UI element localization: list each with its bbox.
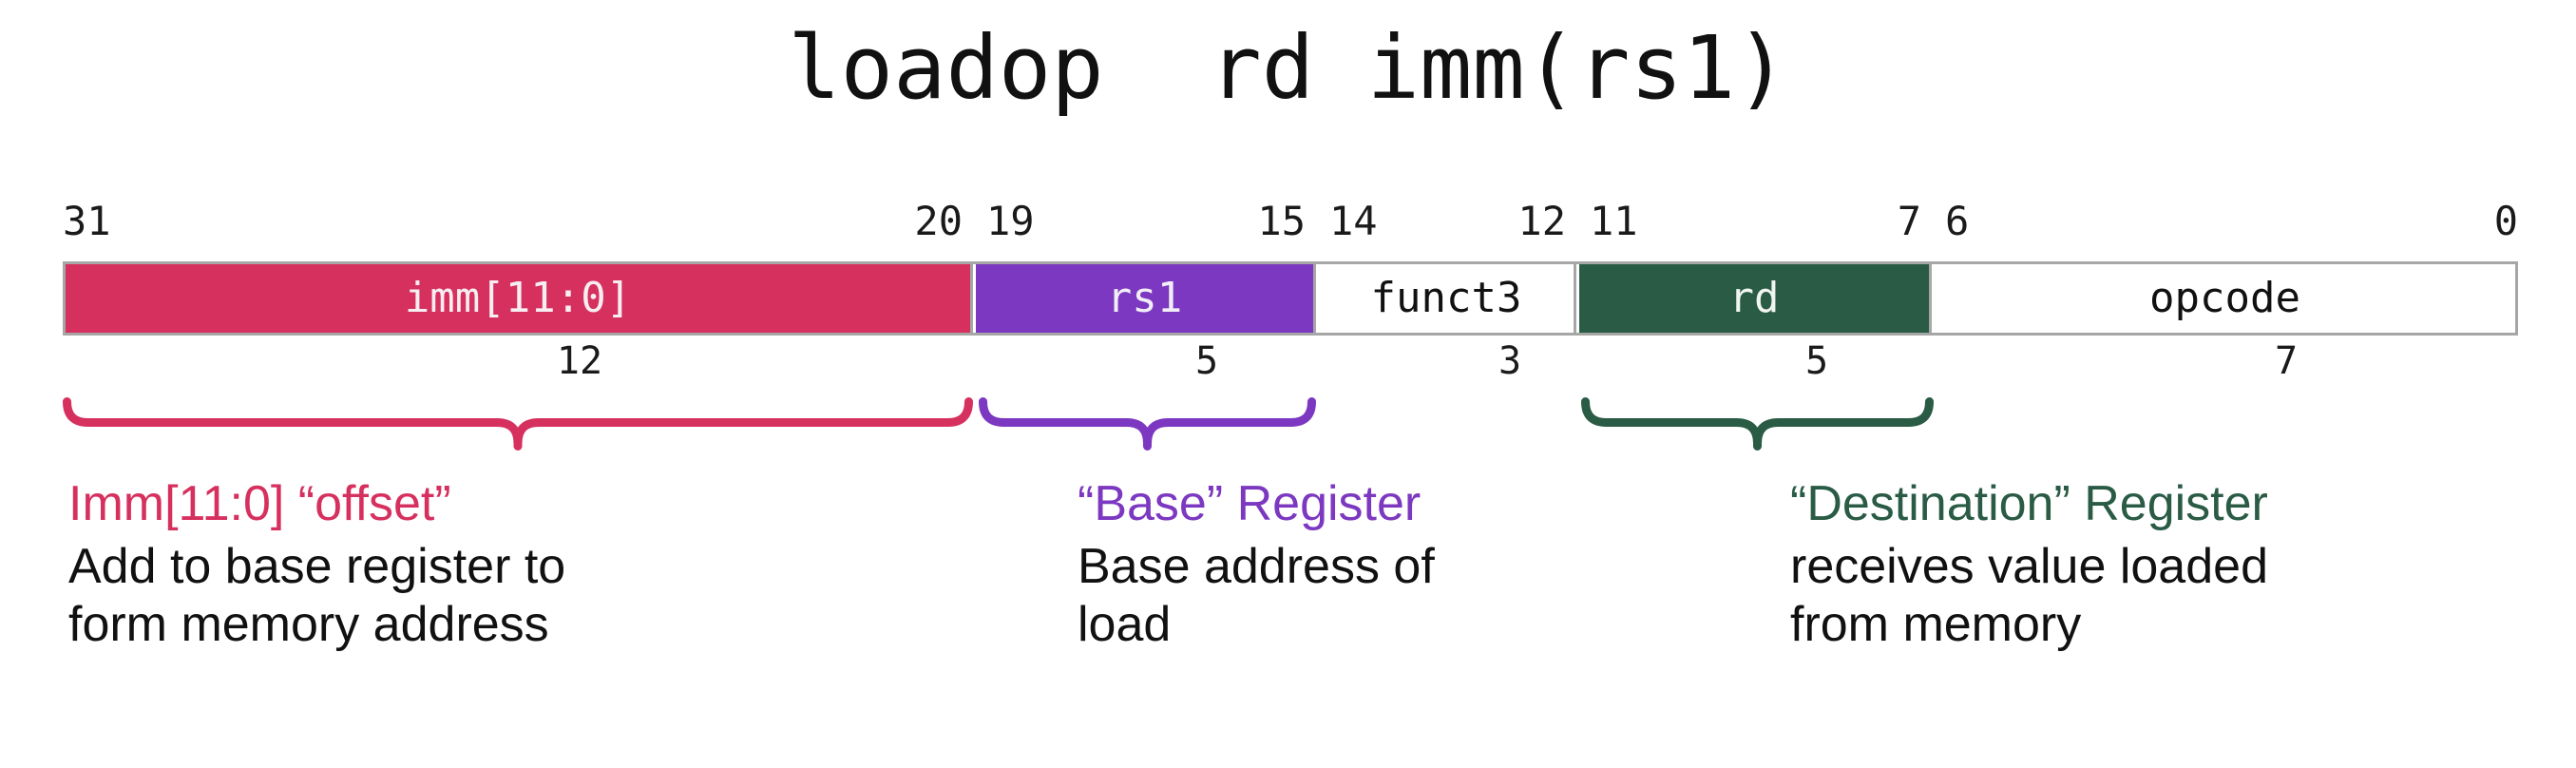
field-imm: imm[11:0] bbox=[66, 264, 973, 333]
brace-imm-offset bbox=[63, 397, 973, 451]
field-width-rs1: 5 bbox=[1194, 339, 1219, 383]
bit-index-label: 11 bbox=[1590, 198, 1638, 244]
bit-index-label: 19 bbox=[986, 198, 1035, 244]
field-width-opcode: 7 bbox=[2274, 339, 2299, 383]
bit-index-label: 15 bbox=[1257, 198, 1306, 244]
annotation-imm-offset: Imm[11:0] “offset” Add to base register t… bbox=[68, 475, 565, 653]
field-funct3: funct3 bbox=[1319, 264, 1576, 333]
field-rs1: rs1 bbox=[976, 264, 1316, 333]
page-title: loadop rd imm(rs1) bbox=[788, 17, 1788, 119]
bit-index-label: 6 bbox=[1945, 198, 1970, 244]
annotation-heading: “Destination” Register bbox=[1790, 476, 2268, 531]
field-rd: rd bbox=[1579, 264, 1932, 333]
bit-index-label: 14 bbox=[1329, 198, 1378, 244]
field-width-funct3: 3 bbox=[1498, 339, 1522, 383]
bit-index-label: 20 bbox=[914, 198, 963, 244]
annotation-heading: “Base” Register bbox=[1078, 476, 1422, 531]
field-opcode: opcode bbox=[1935, 264, 2515, 333]
bit-index-label: 31 bbox=[63, 198, 111, 244]
annotation-description: receives value loaded from memory bbox=[1790, 539, 2268, 652]
bit-index-label: 0 bbox=[2493, 198, 2518, 244]
annotation-description: Base address of load bbox=[1078, 539, 1435, 652]
annotation-description: Add to base register to form memory addr… bbox=[68, 539, 566, 652]
brace-base-register bbox=[979, 397, 1316, 451]
brace-destination-register bbox=[1581, 397, 1934, 451]
bit-index-label: 12 bbox=[1517, 198, 1566, 244]
field-width-imm: 12 bbox=[556, 339, 603, 383]
field-width-rd: 5 bbox=[1804, 339, 1829, 383]
annotation-destination-register: “Destination” Register receives value loa… bbox=[1790, 475, 2268, 653]
annotation-heading: Imm[11:0] “offset” bbox=[68, 476, 451, 531]
bit-index-label: 7 bbox=[1897, 198, 1921, 244]
